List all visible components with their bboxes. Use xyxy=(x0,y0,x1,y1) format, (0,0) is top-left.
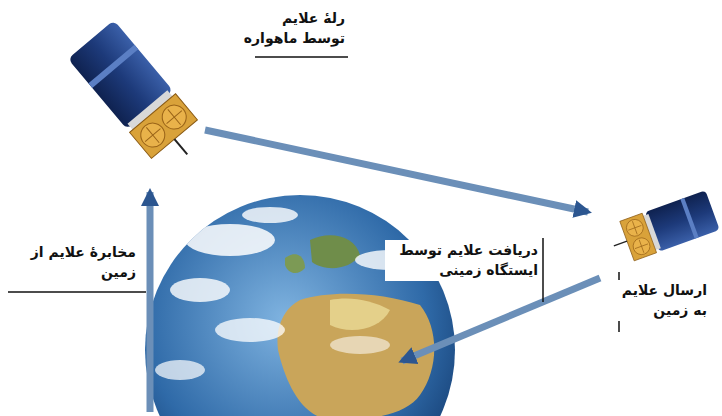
downlink-arrow xyxy=(402,278,600,361)
uplink-arrow xyxy=(147,192,154,412)
caption-label: رلهٔ علایم توسط ماهواره xyxy=(232,8,348,49)
caption-label: ارسال علایم به زمین xyxy=(609,280,710,321)
satellite-icon xyxy=(68,20,210,173)
leader-line xyxy=(542,238,544,302)
caption-label: مخابرهٔ علایم از زمین xyxy=(3,242,139,283)
relay-arrow xyxy=(205,130,588,212)
satellite-icon xyxy=(607,190,720,265)
leader-line xyxy=(8,291,146,293)
caption-label: دریافت علایم توسط ایستگاه زمینی xyxy=(385,240,541,281)
earth-globe xyxy=(145,195,455,416)
leader-line xyxy=(255,56,348,58)
